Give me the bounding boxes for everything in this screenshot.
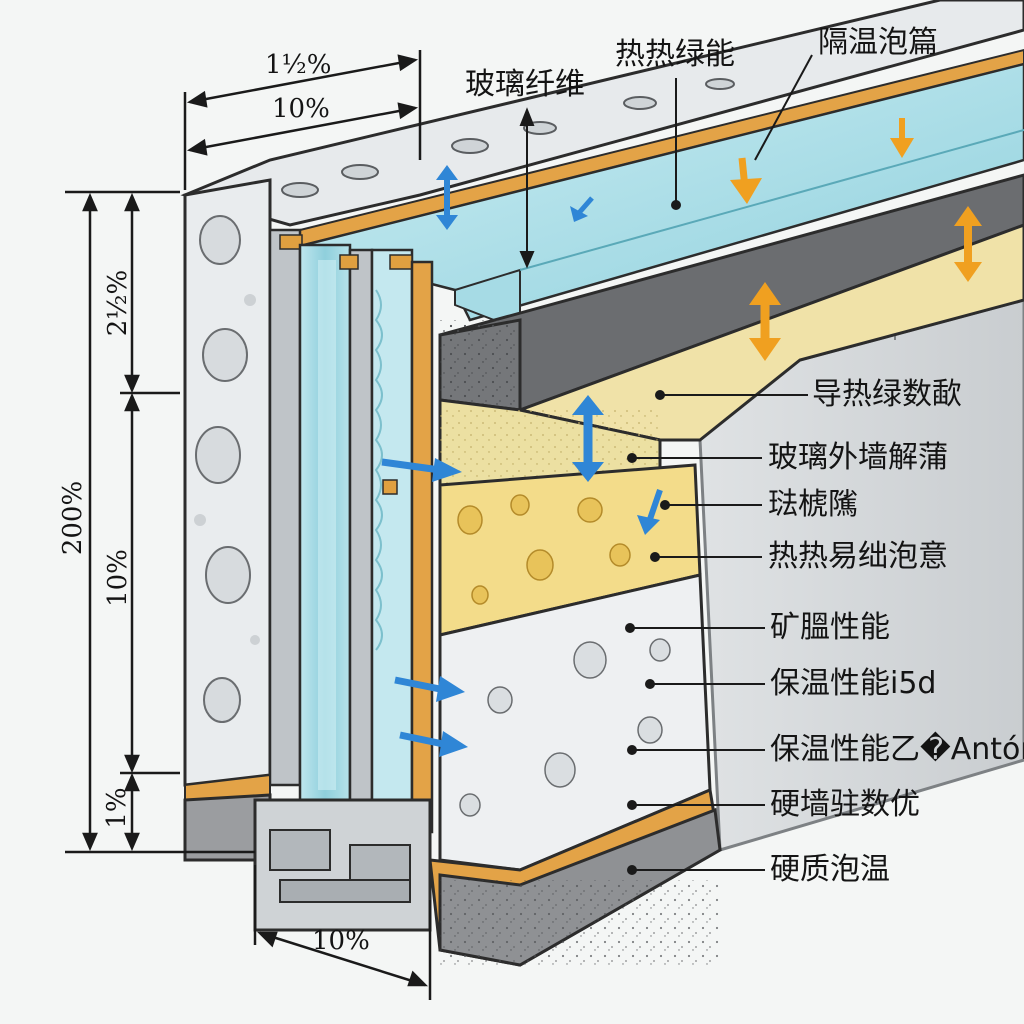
- flow-arrow-blue-icon: [637, 489, 663, 535]
- left-foam-slab: [183, 178, 272, 787]
- window-frame: [268, 228, 434, 834]
- callout-label-2: 玻璃外墙解蒲: [768, 440, 948, 475]
- double-arrow-orange-icon: [954, 206, 982, 282]
- callout-label-3: 琺椃隲: [768, 487, 858, 522]
- leader-lines: [519, 54, 813, 875]
- dim-left-upper: 2½%: [103, 269, 133, 337]
- callout-label-7: 保温性能乙�António: [770, 732, 1024, 767]
- yellow-fibre-block: [438, 398, 662, 487]
- flow-arrow-blue-icon: [394, 676, 465, 702]
- callout-label-8: 硬墙驻数优: [770, 787, 920, 822]
- dim-left-lower: 1%: [102, 787, 132, 829]
- flow-arrow-blue-icon: [570, 196, 594, 222]
- label-insulation-foam: 隔温泡篇: [818, 25, 938, 60]
- callout-label-1: 导热绿数歃: [812, 377, 962, 412]
- flow-arrow-blue-icon: [381, 458, 462, 482]
- label-thermal-green: 热热绿能: [615, 37, 735, 72]
- dim-left-total: 200%: [58, 480, 88, 556]
- dim-top-outer: 1½%: [265, 50, 332, 80]
- dark-concrete-block: [438, 318, 522, 412]
- flow-arrow-orange-icon: [730, 157, 762, 204]
- double-arrow-blue-icon: [572, 395, 604, 482]
- base-profile: [253, 798, 432, 932]
- flow-arrow-orange-icon: [890, 118, 914, 158]
- callout-label-9: 硬质泡温: [770, 852, 890, 887]
- double-arrow-orange-icon: [749, 282, 781, 361]
- dimension-lines: [65, 50, 432, 1000]
- white-foam-block: [438, 573, 712, 872]
- base-concrete: [183, 773, 722, 967]
- callout-label-5: 矿膃性能: [770, 610, 890, 645]
- top-foam-strip: [180, 0, 1024, 227]
- double-arrow-blue-icon: [436, 165, 458, 230]
- callout-label-4: 热热易绌泡意: [768, 539, 948, 574]
- dim-top-inner: 10%: [272, 94, 330, 124]
- label-glass-fiber: 玻璃纤维: [465, 67, 585, 102]
- dim-left-middle: 10%: [103, 549, 133, 607]
- flow-arrow-blue-icon: [399, 731, 468, 757]
- callout-label-6: 保温性能і5d: [770, 666, 937, 701]
- dim-bottom: 10%: [312, 926, 370, 956]
